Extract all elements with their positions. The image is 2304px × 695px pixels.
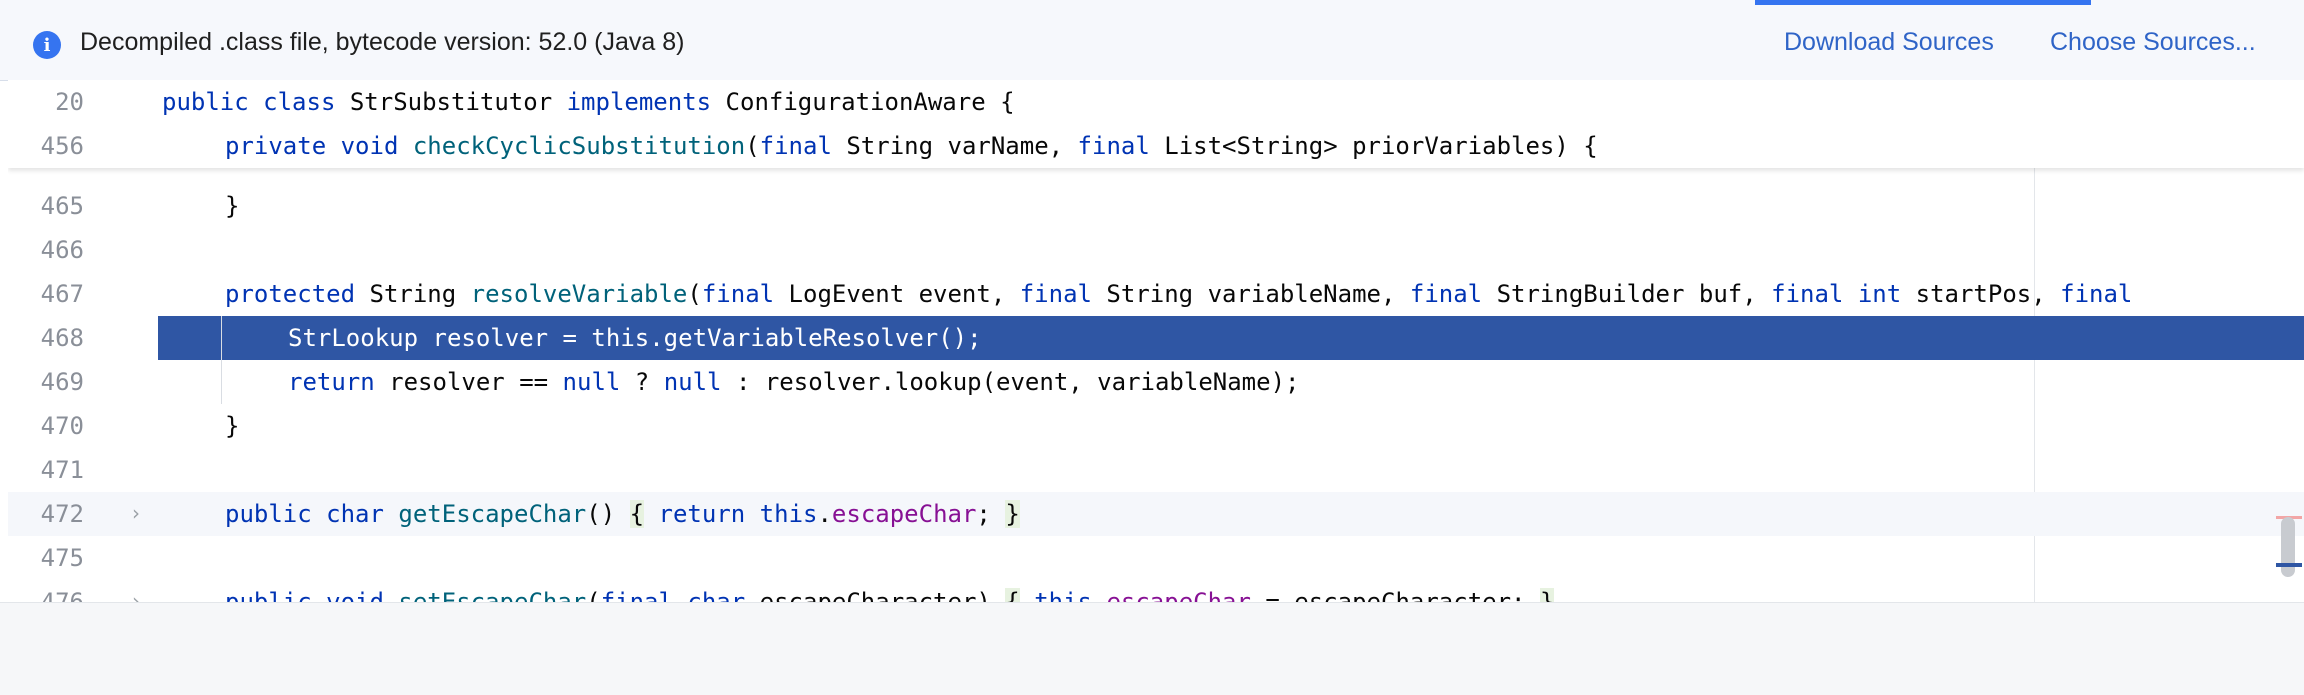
code-text: public void setEscapeChar(final char esc… <box>225 580 1555 602</box>
line-number: 475 <box>40 544 84 572</box>
left-edge-strip <box>0 0 6 694</box>
vertical-scrollbar-thumb[interactable] <box>2281 517 2295 577</box>
line-number: 476 <box>40 588 84 602</box>
code-line-466[interactable]: 466 <box>8 228 2304 272</box>
code-line-470[interactable]: 470 } <box>8 404 2304 448</box>
fold-chevron-icon[interactable]: › <box>132 589 140 602</box>
line-number: 470 <box>40 412 84 440</box>
line-number: 472 <box>40 500 84 528</box>
top-accent-bar <box>1755 0 2091 5</box>
code-line-468-selected[interactable]: StrLookup resolver = this.getVariableRes… <box>158 316 2304 360</box>
code-line-475[interactable]: 475 <box>8 536 2304 580</box>
decompiled-banner: i Decompiled .class file, bytecode versi… <box>0 0 2304 81</box>
code-text: public char getEscapeChar() { return thi… <box>225 500 1020 528</box>
line-number: 471 <box>40 456 84 484</box>
line-number: 466 <box>40 236 84 264</box>
sticky-line-456[interactable]: 456 private void checkCyclicSubstitution… <box>8 124 2304 168</box>
code-text: protected String resolveVariable(final L… <box>225 280 2133 308</box>
code-text: return resolver == null ? null : resolve… <box>288 368 1300 396</box>
code-text: } <box>225 412 240 440</box>
download-sources-link[interactable]: Download Sources <box>1784 28 1994 56</box>
line-number: 20 <box>55 88 84 116</box>
bottom-panel <box>0 602 2304 695</box>
info-icon: i <box>33 31 61 59</box>
line-number: 467 <box>40 280 84 308</box>
line-number: 465 <box>40 192 84 220</box>
code-editor[interactable]: 20 public class StrSubstitutor implement… <box>8 80 2304 602</box>
fold-chevron-icon[interactable]: › <box>132 501 140 525</box>
sticky-lines-panel: 20 public class StrSubstitutor implement… <box>8 80 2304 168</box>
code-text: private void checkCyclicSubstitution(fin… <box>225 132 1598 160</box>
indent-guide <box>221 316 222 404</box>
banner-message: Decompiled .class file, bytecode version… <box>80 28 685 56</box>
line-number: 456 <box>40 132 84 160</box>
code-line-471[interactable]: 471 <box>8 448 2304 492</box>
line-number: 468 <box>40 324 84 352</box>
code-line-467[interactable]: 467 protected String resolveVariable(fin… <box>8 272 2304 316</box>
code-line-469[interactable]: 469 return resolver == null ? null : res… <box>8 360 2304 404</box>
code-text: } <box>225 192 240 220</box>
sticky-line-20[interactable]: 20 public class StrSubstitutor implement… <box>8 80 2304 124</box>
code-line-472[interactable]: 472 › public char getEscapeChar() { retu… <box>8 492 2304 536</box>
selection-stripe-marker[interactable] <box>2276 563 2302 567</box>
right-margin-guide <box>2034 168 2035 602</box>
line-number: 469 <box>40 368 84 396</box>
code-line-465[interactable]: 465 } <box>8 184 2304 228</box>
code-text: public class StrSubstitutor implements C… <box>162 88 1015 116</box>
code-line-476[interactable]: 476 › public void setEscapeChar(final ch… <box>8 580 2304 602</box>
gutter-line-468: 468 <box>8 316 158 360</box>
choose-sources-link[interactable]: Choose Sources... <box>2050 28 2256 56</box>
code-text: StrLookup resolver = this.getVariableRes… <box>288 324 982 352</box>
